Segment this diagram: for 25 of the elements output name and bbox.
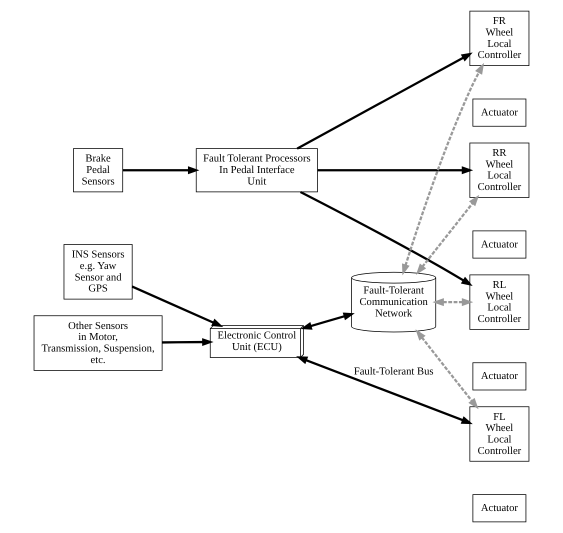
edge-label: Fault-Tolerant Bus bbox=[354, 366, 434, 378]
node-box: FR Wheel Local Controller bbox=[469, 10, 530, 66]
arrow bbox=[318, 166, 474, 174]
arrow bbox=[416, 194, 480, 275]
node-box: Fault Tolerant Processors In Pedal Interface Unit bbox=[196, 148, 318, 192]
arrow bbox=[132, 286, 224, 327]
node-box: Actuator bbox=[472, 494, 526, 522]
node-box: Actuator bbox=[472, 230, 526, 259]
arrow bbox=[432, 298, 474, 306]
node-box: Actuator bbox=[472, 362, 526, 390]
arrow bbox=[402, 62, 484, 276]
arrow bbox=[296, 52, 473, 150]
node-box: Brake Pedal Sensors bbox=[73, 148, 124, 192]
arrow bbox=[162, 338, 214, 346]
node-box: RR Wheel Local Controller bbox=[469, 142, 530, 198]
arrow bbox=[300, 190, 473, 286]
node-box: INS Sensors e.g. Yaw Sensor and GPS bbox=[64, 244, 133, 300]
arrow bbox=[415, 329, 479, 410]
node-box: FL Wheel Local Controller bbox=[469, 406, 530, 462]
node-box: Other Sensors in Motor, Transmission, Suspension, etc. bbox=[34, 315, 162, 371]
node-box: RL Wheel Local Controller bbox=[469, 274, 530, 330]
arrow bbox=[122, 166, 200, 174]
node-box: Actuator bbox=[472, 98, 526, 127]
arrow bbox=[296, 356, 473, 424]
arrow bbox=[300, 312, 355, 330]
